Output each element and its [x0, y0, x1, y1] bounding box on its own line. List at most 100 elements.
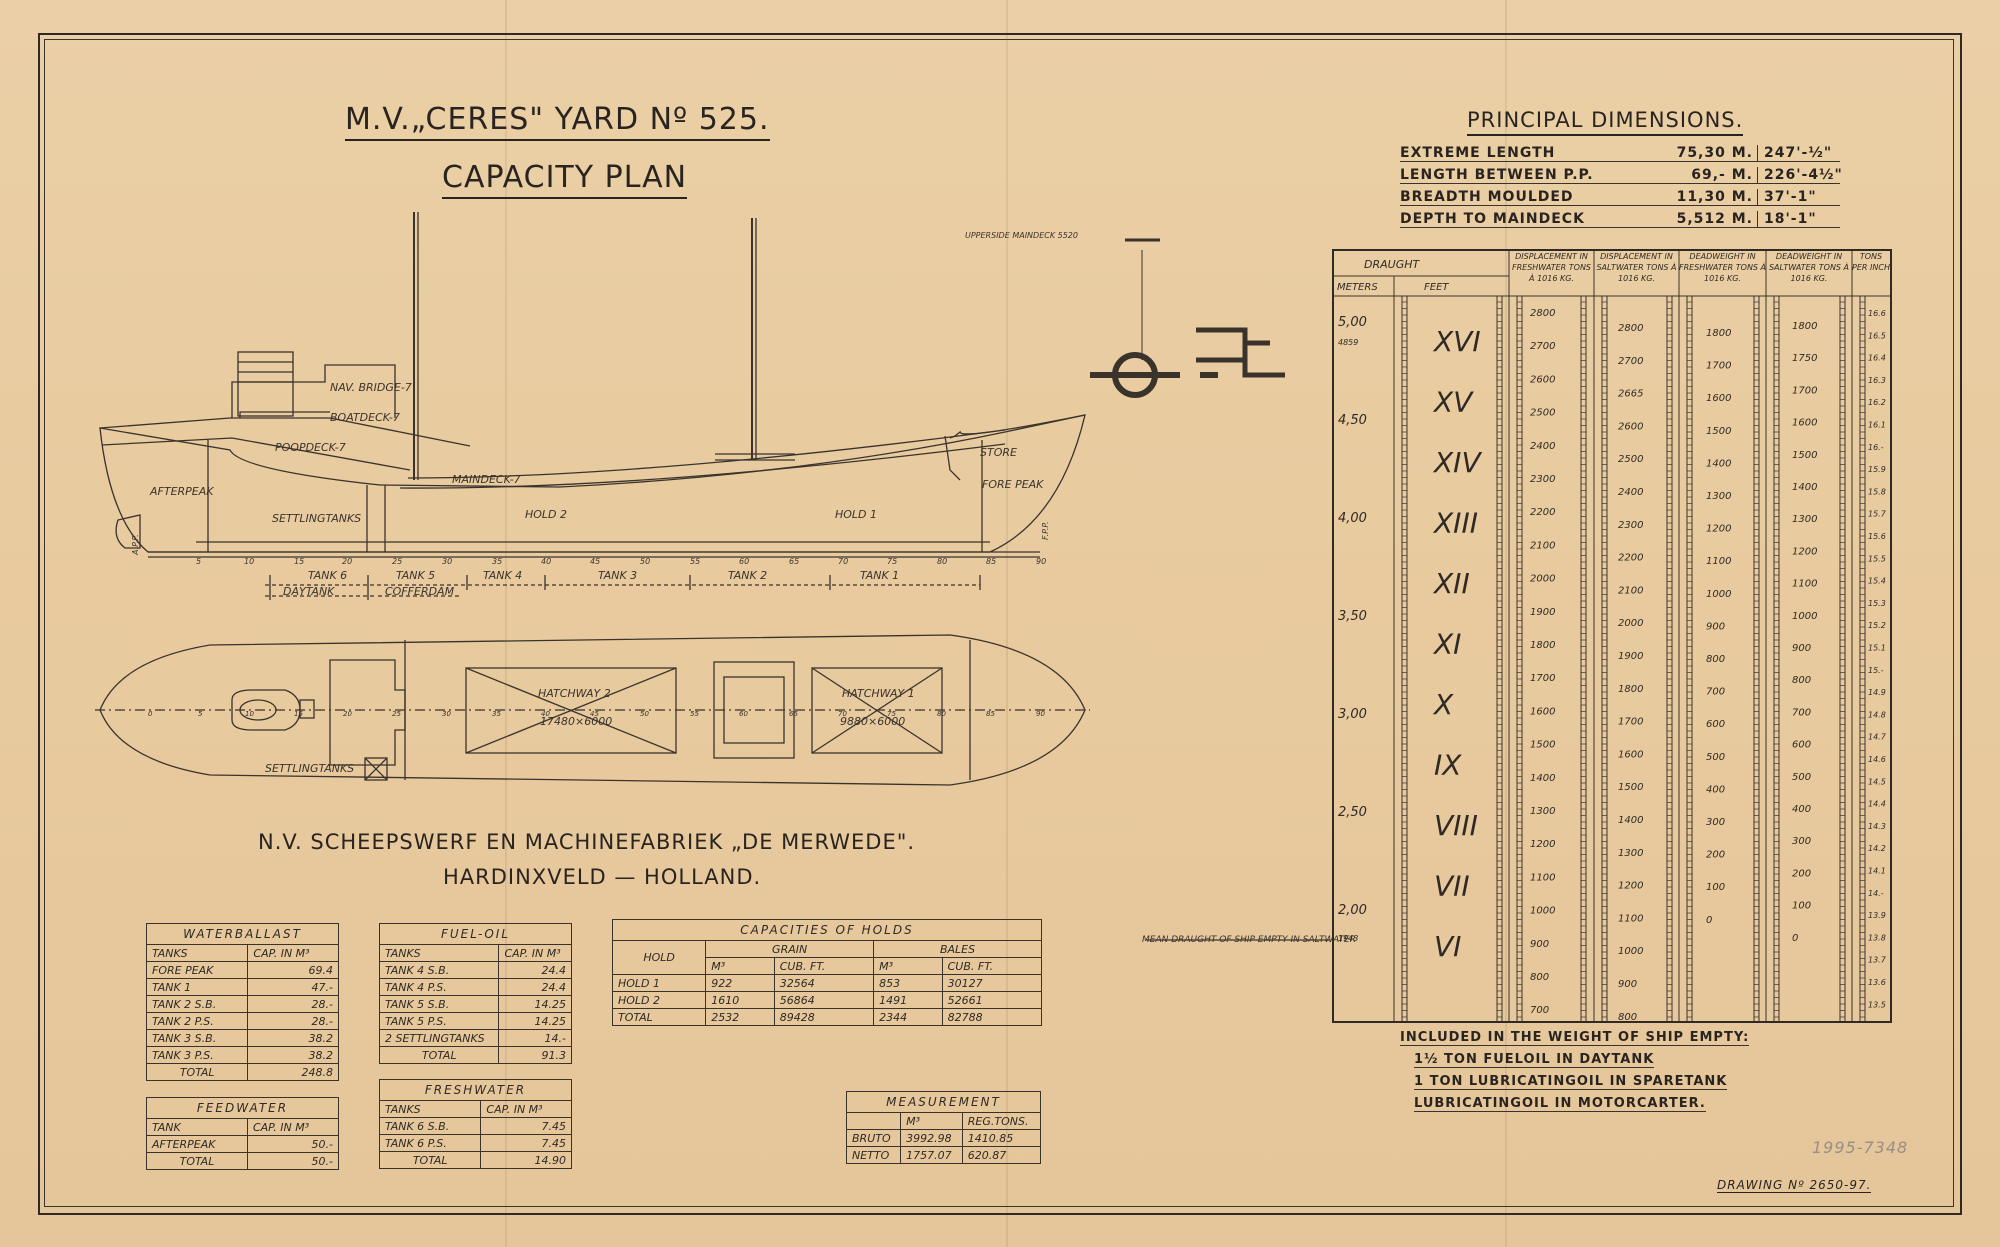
tpi-label: 15.4: [1868, 577, 1886, 586]
svg-text:0: 0: [148, 710, 153, 718]
fold-line: [1505, 0, 1507, 1247]
dw-fresh-label: 1000: [1706, 589, 1731, 600]
label-afterpeak: AFTERPEAK: [149, 485, 214, 498]
col-header: CAP. IN M³: [246, 1118, 340, 1136]
dw-salt-label: 1300: [1792, 514, 1817, 525]
disp-salt-label: 2665: [1618, 389, 1643, 400]
svg-text:80: 80: [937, 557, 947, 566]
included-title: INCLUDED IN THE WEIGHT OF SHIP EMPTY:: [1400, 1030, 1750, 1046]
dw-salt-label: 1600: [1792, 418, 1817, 429]
svg-text:15: 15: [294, 557, 304, 566]
table-title: FUEL-OIL: [379, 923, 572, 945]
table-row: TANK 2 S.B.28.-: [145, 995, 339, 1013]
dimension-label: EXTREME LENGTH: [1400, 145, 1556, 161]
tpi-label: 16.-: [1868, 443, 1884, 452]
header-disp-salt: DISPLACEMENT IN SALTWATER TONS À 1016 KG…: [1596, 252, 1677, 283]
disp-fresh-label: 2500: [1530, 408, 1555, 419]
table-row: TANK 3 P.S.38.2: [145, 1046, 339, 1064]
header-tpi: TONS PER INCH: [1852, 252, 1890, 272]
tpi-label: 15.2: [1868, 621, 1886, 630]
dimension-imperial: 18'-1": [1764, 211, 1817, 227]
principal-row: LENGTH BETWEEN P.P.69,- M.226'-4½": [1400, 162, 1842, 184]
meter-label: 4,00: [1338, 511, 1367, 526]
meter-label: 5,00: [1338, 315, 1367, 330]
feet-label: XI: [1432, 628, 1461, 661]
svg-text:85: 85: [986, 557, 996, 566]
svg-text:15: 15: [294, 710, 303, 718]
dw-salt-label: 300: [1792, 836, 1811, 847]
drawing-title: M.V.„CERES" YARD Nº 525.: [345, 102, 770, 141]
label-tank-6: TANK 6: [308, 569, 347, 582]
dw-fresh-label: 600: [1706, 719, 1725, 730]
feet-label: XII: [1432, 567, 1470, 600]
label-plan-settlingtanks: SETTLINGTANKS: [265, 762, 354, 775]
meter-sublabel: 1943: [1338, 934, 1358, 943]
disp-salt-label: 1400: [1618, 815, 1643, 826]
feet-label: X: [1432, 688, 1454, 721]
tpi-label: 15.9: [1868, 465, 1886, 474]
dw-salt-label: 600: [1792, 740, 1811, 751]
svg-text:5: 5: [198, 710, 203, 718]
dimension-metric: 11,30 M.: [1663, 189, 1758, 205]
feet-label: VI: [1434, 930, 1461, 963]
hull-profile: [99, 414, 1086, 553]
disp-fresh-label: 2400: [1530, 441, 1555, 452]
svg-text:5: 5: [196, 557, 201, 566]
tpi-label: 15.5: [1868, 554, 1886, 563]
dimension-label: DEPTH TO MAINDECK: [1400, 211, 1585, 227]
svg-text:80: 80: [937, 710, 946, 718]
label-store: STORE: [980, 446, 1017, 459]
label-tank-4: TANK 4: [483, 569, 522, 582]
disp-salt-label: 2400: [1618, 487, 1643, 498]
table-row: TANK 5 P.S.14.25: [378, 1012, 572, 1030]
svg-text:40: 40: [541, 710, 550, 718]
disp-fresh-label: 1300: [1530, 806, 1555, 817]
dw-salt-label: 100: [1792, 901, 1811, 912]
hatchway-2: [465, 667, 677, 754]
dw-fresh-label: 800: [1706, 654, 1725, 665]
tpi-label: 14.4: [1868, 800, 1886, 809]
dw-fresh-label: 1700: [1706, 361, 1731, 372]
label-boatdeck: BOATDECK-7: [330, 411, 400, 424]
svg-text:40: 40: [541, 557, 551, 566]
tpi-label: 16.4: [1868, 354, 1886, 363]
disp-salt-label: 1100: [1618, 913, 1643, 924]
header-disp-fresh: DISPLACEMENT IN FRESHWATER TONS À 1016 K…: [1512, 252, 1591, 283]
drawing-number: DRAWING Nº 2650-97.: [1717, 1178, 1872, 1193]
principal-dimensions-title: PRINCIPAL DIMENSIONS.: [1467, 108, 1744, 136]
disp-salt-label: 1500: [1618, 782, 1643, 793]
scale-svg: DRAUGHT METERS FEET DISPLACEMENT IN FRES…: [1334, 251, 1890, 1023]
disp-salt-label: 2600: [1618, 421, 1643, 432]
svg-text:60: 60: [739, 710, 748, 718]
dimension-label: LENGTH BETWEEN P.P.: [1400, 167, 1594, 183]
tpi-label: 13.6: [1868, 978, 1886, 987]
meter-label: 2,50: [1338, 805, 1367, 820]
disp-fresh-label: 1000: [1530, 906, 1555, 917]
label-fpp: F.P.P.: [1041, 521, 1050, 540]
disp-salt-label: 1700: [1618, 717, 1643, 728]
disp-fresh-label: 800: [1530, 972, 1549, 983]
dw-salt-label: 500: [1792, 772, 1811, 783]
meter-label: 3,50: [1338, 609, 1367, 624]
disp-salt-label: 2500: [1618, 454, 1643, 465]
included-line: 1 TON LUBRICATINGOIL IN SPARETANK: [1414, 1074, 1728, 1090]
svg-text:65: 65: [789, 557, 799, 566]
included-note: INCLUDED IN THE WEIGHT OF SHIP EMPTY: 1½…: [1400, 1030, 1750, 1118]
disp-salt-label: 2000: [1618, 618, 1643, 629]
header-dw-fresh: DEADWEIGHT IN FRESHWATER TONS À 1016 KG.: [1679, 252, 1766, 283]
dw-fresh-label: 300: [1706, 817, 1725, 828]
disp-salt-label: 1800: [1618, 684, 1643, 695]
disp-fresh-label: 1800: [1530, 640, 1555, 651]
scale-feet-header: FEET: [1424, 282, 1449, 293]
dw-salt-label: 1400: [1792, 482, 1817, 493]
label-hatchway-1: HATCHWAY 1: [842, 687, 915, 700]
label-daytank: DAYTANK: [283, 585, 335, 598]
label-tank-1: TANK 1: [860, 569, 899, 582]
disp-fresh-label: 2200: [1530, 507, 1555, 518]
